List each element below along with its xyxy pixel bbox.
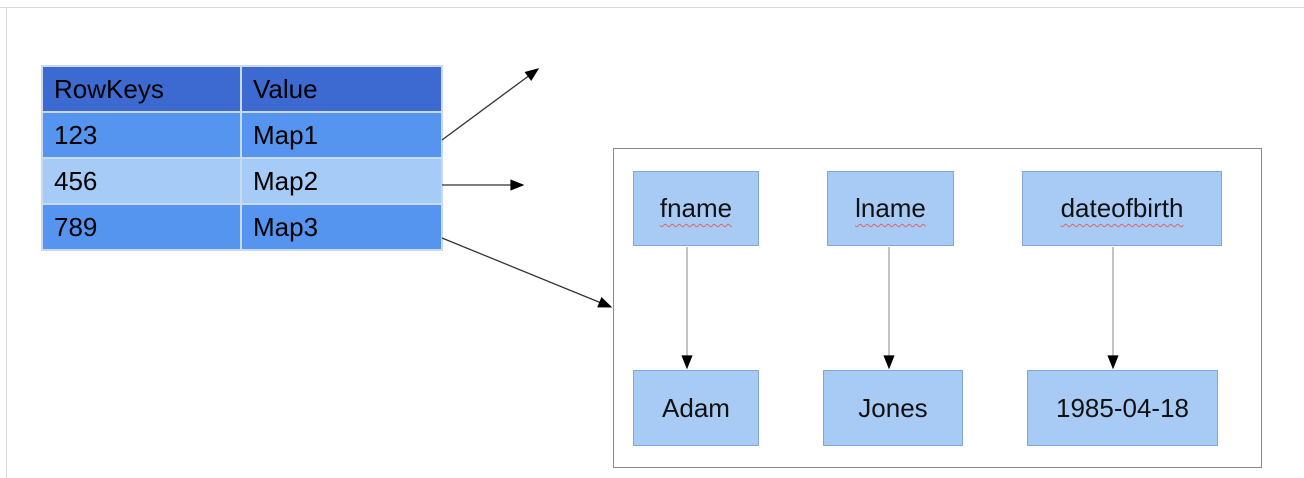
arrow-map1 [441, 68, 540, 141]
map-key-node: fname [633, 171, 759, 246]
map-key-label: dateofbirth [1060, 193, 1184, 223]
table-row: 789 Map3 [41, 203, 443, 251]
map-value-node: Jones [823, 370, 963, 446]
map-key-label: lname [855, 193, 926, 223]
header-value: Value [240, 65, 443, 113]
canvas-top-border [0, 7, 1304, 8]
table-header-row: RowKeys Value [41, 65, 443, 113]
row-key: 789 [41, 203, 242, 251]
row-key: 456 [41, 157, 242, 205]
row-value: Map1 [240, 111, 443, 159]
rowkeys-table: RowKeys Value 123 Map1 456 Map2 789 Map3 [41, 65, 443, 251]
table-row: 456 Map2 [41, 157, 443, 205]
map-value-node: Adam [633, 370, 759, 446]
row-value: Map2 [240, 157, 443, 205]
map-value-node: 1985-04-18 [1027, 370, 1218, 446]
map-key-node: dateofbirth [1022, 171, 1222, 246]
header-rowkeys: RowKeys [41, 65, 242, 113]
map-key-node: lname [827, 171, 954, 246]
arrow-map3 [441, 237, 613, 308]
canvas-left-border [6, 7, 7, 478]
table-row: 123 Map1 [41, 111, 443, 159]
row-key: 123 [41, 111, 242, 159]
row-value: Map3 [240, 203, 443, 251]
map-key-label: fname [659, 193, 733, 223]
